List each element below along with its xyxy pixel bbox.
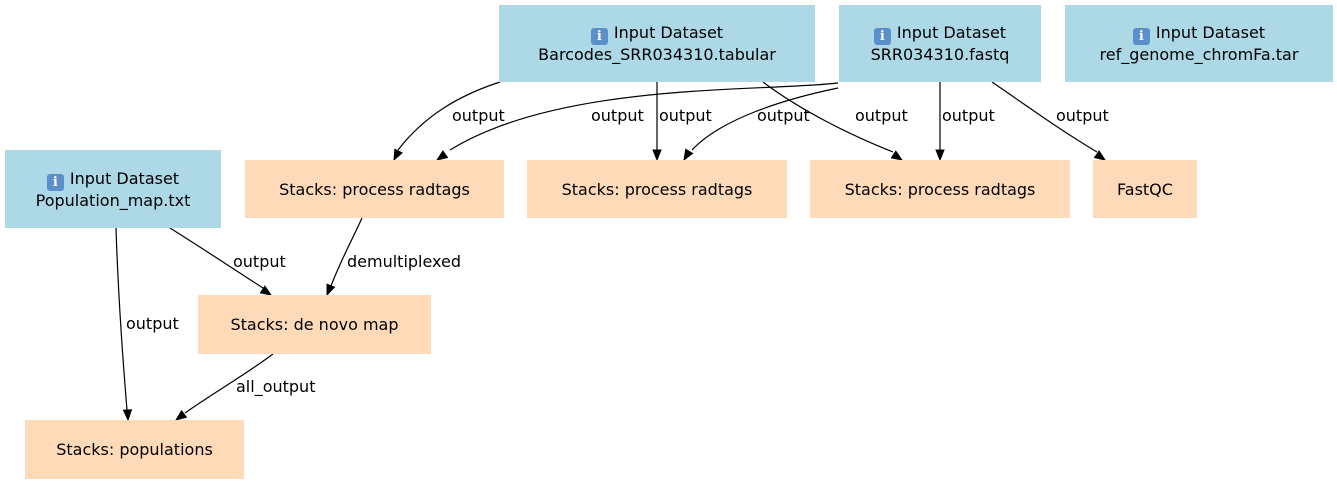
- input-node-ref-genome[interactable]: i Input Dataset ref_genome_chromFa.tar: [1065, 5, 1333, 82]
- edge-label: output: [233, 252, 286, 271]
- edge-label: demultiplexed: [347, 252, 461, 271]
- arrowhead: [683, 148, 694, 162]
- edge-line: [762, 81, 894, 153]
- node-label: Stacks: de novo map: [230, 315, 399, 334]
- edge-in_fastq-to-radtags_1: output: [435, 82, 839, 161]
- info-icon: i: [590, 28, 608, 45]
- edge-label: all_output: [236, 377, 315, 397]
- tool-node-process-radtags-1[interactable]: Stacks: process radtags: [245, 160, 504, 218]
- edge-label: output: [659, 106, 712, 125]
- arrowhead: [435, 150, 449, 161]
- node-label: FastQC: [1117, 179, 1173, 199]
- tool-node-process-radtags-3[interactable]: Stacks: process radtags: [810, 160, 1070, 218]
- arrowhead: [393, 148, 403, 162]
- input-node-population-map[interactable]: i Input Dataset Population_map.txt: [5, 150, 221, 228]
- edge-label: output: [855, 106, 908, 125]
- node-kind: Input Dataset: [69, 168, 180, 188]
- edge-in_popmap-to-denovo: output: [169, 227, 286, 296]
- arrowhead: [935, 149, 945, 162]
- edge-in_fastq-to-radtags_2: output: [683, 87, 839, 162]
- info-icon: i: [873, 28, 891, 45]
- input-node-barcodes[interactable]: i Input Dataset Barcodes_SRR034310.tabula…: [499, 5, 815, 82]
- node-name: SRR034310.fastq: [870, 45, 1010, 64]
- tool-node-de-novo-map[interactable]: Stacks: de novo map: [198, 295, 431, 354]
- edge-line: [184, 353, 274, 414]
- edge-line: [691, 87, 839, 151]
- node-kind: Input Dataset: [613, 23, 724, 42]
- edge-line: [115, 227, 128, 411]
- arrowhead: [259, 285, 273, 296]
- arrowhead: [652, 149, 662, 162]
- node-name: Barcodes_SRR034310.tabular: [538, 45, 776, 64]
- node-name: Population_map.txt: [35, 190, 191, 210]
- info-icon: i: [1132, 28, 1150, 45]
- node-kind: Input Dataset: [1155, 23, 1266, 42]
- edge-denovo-to-populations: all_output: [174, 353, 315, 421]
- node-name: ref_genome_chromFa.tar: [1099, 45, 1299, 64]
- arrowhead: [326, 283, 336, 297]
- arrowhead: [890, 150, 904, 161]
- edge-line: [397, 81, 501, 151]
- info-icon: i: [46, 173, 64, 191]
- edge-label: output: [591, 106, 644, 125]
- edge-in_barcodes-to-radtags_1: output: [393, 81, 505, 162]
- edge-label: output: [126, 314, 179, 333]
- edge-label: output: [1056, 106, 1109, 125]
- edge-in_barcodes-to-radtags_2: output: [652, 82, 712, 162]
- edge-line: [449, 82, 839, 151]
- edge-in_popmap-to-populations: output: [115, 227, 179, 422]
- edge-in_barcodes-to-radtags_3: output: [762, 81, 908, 161]
- node-label: Stacks: populations: [56, 440, 213, 459]
- input-node-fastq[interactable]: i Input Dataset SRR034310.fastq: [839, 5, 1041, 82]
- arrowhead: [122, 409, 133, 422]
- node-label: Stacks: process radtags: [844, 179, 1036, 199]
- edge-line: [330, 217, 363, 287]
- tool-node-populations[interactable]: Stacks: populations: [25, 420, 244, 479]
- edge-in_fastq-to-radtags_3: output: [935, 82, 995, 162]
- edge-label: output: [942, 106, 995, 125]
- edge-radtags_1-to-denovo: demultiplexed: [326, 217, 461, 297]
- edge-label: output: [757, 106, 810, 125]
- tool-node-fastqc[interactable]: FastQC: [1093, 160, 1197, 218]
- edge-in_fastq-to-fastqc: output: [991, 81, 1109, 161]
- node-kind: Input Dataset: [896, 23, 1007, 42]
- edge-label: output: [452, 106, 505, 125]
- node-label: Stacks: process radtags: [279, 179, 470, 199]
- edge-line: [169, 227, 264, 289]
- arrowhead: [1093, 150, 1107, 161]
- node-label: Stacks: process radtags: [561, 179, 753, 199]
- tool-node-process-radtags-2[interactable]: Stacks: process radtags: [527, 160, 787, 218]
- arrowhead: [174, 409, 188, 421]
- edge-line: [991, 81, 1098, 153]
